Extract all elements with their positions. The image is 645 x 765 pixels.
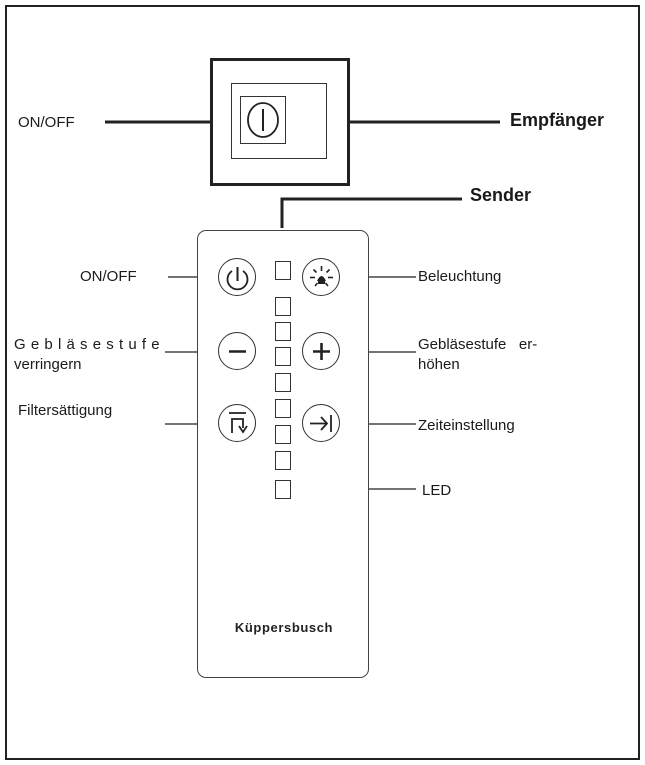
led-indicator — [275, 451, 291, 470]
fan-up-label-line1: Gebläsestufe er- — [418, 336, 538, 353]
sender-label: Sender — [470, 185, 532, 205]
led-indicator — [275, 261, 291, 280]
led-indicator — [275, 399, 291, 418]
diagram-frame — [5, 5, 640, 760]
filter-label: Filtersättigung — [18, 402, 113, 419]
filter-button[interactable] — [218, 404, 256, 442]
led-indicator — [275, 322, 291, 341]
led-indicator — [275, 480, 291, 499]
timer-button[interactable] — [302, 404, 340, 442]
timer-arrow-icon — [310, 415, 332, 432]
plus-button[interactable] — [302, 332, 340, 370]
lighting-label: Beleuchtung — [418, 268, 502, 285]
light-icon — [310, 266, 333, 287]
fan-down-label-line2: verringern — [14, 356, 82, 373]
led-indicator — [275, 347, 291, 366]
onoff-button[interactable] — [218, 258, 256, 296]
fan-up-label-line2: höhen — [418, 356, 460, 373]
sender-line — [280, 197, 462, 228]
led-indicator — [275, 297, 291, 316]
timer-label: Zeiteinstellung — [418, 417, 515, 434]
receiver-unit — [210, 58, 350, 186]
fan-down-label-line1: Gebläsestufe — [14, 336, 165, 353]
receiver-label: Empfänger — [510, 110, 605, 130]
filter-return-icon — [229, 412, 248, 434]
power-icon — [247, 102, 279, 138]
plus-icon — [313, 343, 330, 360]
receiver-onoff-label: ON/OFF — [18, 114, 75, 131]
power-icon — [226, 267, 249, 291]
minus-button[interactable] — [218, 332, 256, 370]
receiver-switch[interactable] — [240, 96, 286, 144]
led-indicator — [275, 425, 291, 444]
lighting-button[interactable] — [302, 258, 340, 296]
brand-logo: Küppersbusch — [234, 620, 334, 635]
onoff-label: ON/OFF — [80, 268, 137, 285]
receiver-panel — [231, 83, 327, 159]
minus-icon — [229, 350, 246, 353]
led-label: LED — [422, 482, 452, 499]
led-indicator — [275, 373, 291, 392]
